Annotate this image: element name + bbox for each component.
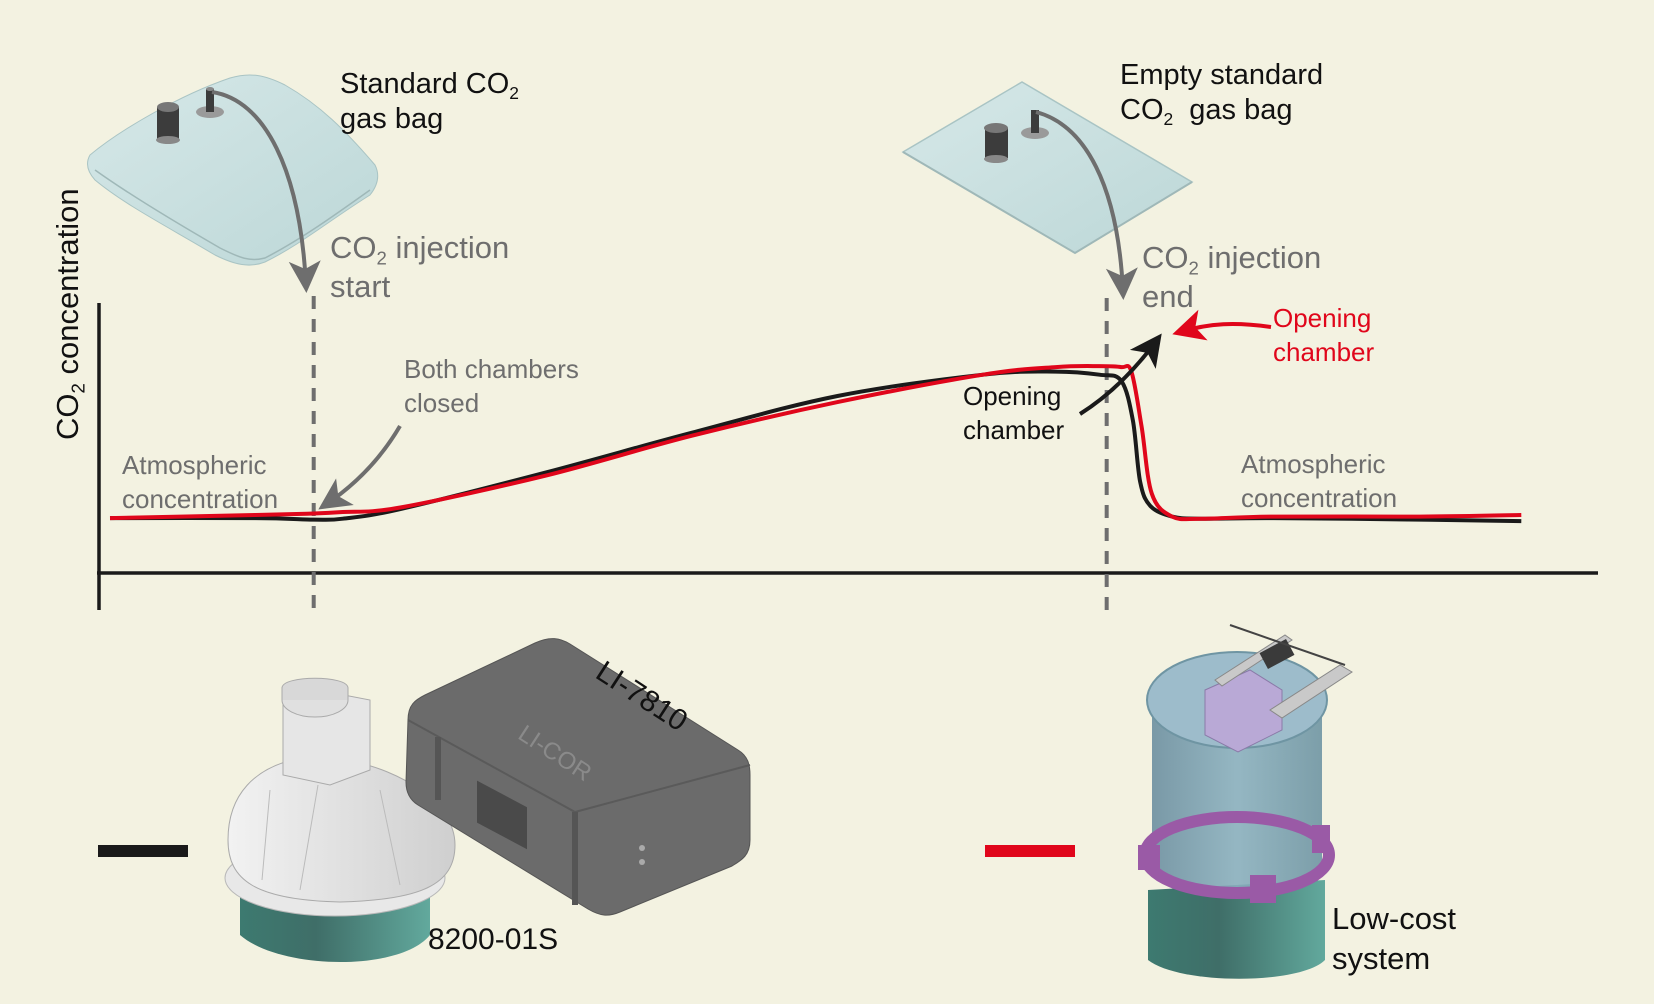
label-text: Opening — [1273, 303, 1372, 333]
label-text: chamber — [1273, 337, 1375, 367]
label-text: CO — [330, 230, 377, 265]
label-text: Low-cost — [1332, 901, 1457, 936]
opening-chamber-black-label: Opening chamber — [963, 379, 1064, 447]
label-text: concentration — [122, 484, 279, 514]
subscript: 2 — [509, 83, 519, 104]
label-text: concentration — [1241, 483, 1398, 513]
licor-chamber-8200-icon — [224, 677, 456, 963]
atmospheric-right-label: Atmospheric concentration — [1241, 447, 1397, 515]
subscript: 2 — [1188, 257, 1199, 279]
label-text: gas bag — [1173, 94, 1293, 126]
injection-start-arrow — [211, 90, 321, 293]
label-text: Atmospheric — [1241, 449, 1386, 479]
opening-black-arrow — [1078, 333, 1162, 416]
label-text: CO — [1142, 240, 1189, 275]
label-text: chamber — [963, 415, 1065, 445]
legend-swatch-licor — [98, 845, 188, 857]
both-chambers-closed-label: Both chambers closed — [404, 352, 579, 420]
subscript: 2 — [376, 247, 387, 269]
injection-end-label: CO2 injection end — [1142, 238, 1321, 316]
label-text: injection — [386, 230, 510, 265]
label-text: Empty standard — [1120, 59, 1324, 91]
label-text: start — [330, 269, 391, 304]
label-text: injection — [1198, 240, 1322, 275]
injection-start-label: CO2 injection start — [330, 228, 509, 306]
y-axis-label: CO2 concentration — [50, 188, 89, 441]
label-text: closed — [404, 388, 480, 418]
opening-chamber-red-label: Opening chamber — [1273, 301, 1374, 369]
subscript: 2 — [1163, 109, 1174, 130]
chamber-8200-label: 8200-01S — [428, 923, 559, 956]
label-text: Atmospheric — [122, 450, 267, 480]
atmospheric-left-label: Atmospheric concentration — [122, 448, 278, 516]
injection-end-arrow — [1035, 110, 1138, 300]
label-text: gas bag — [340, 103, 444, 135]
label-text: Opening — [963, 381, 1062, 411]
empty-gas-bag-icon — [901, 81, 1194, 255]
low-cost-system-label: Low-cost system — [1332, 899, 1456, 979]
series-line-lowcost — [109, 363, 1522, 522]
label-text: system — [1332, 941, 1431, 976]
label-text: CO — [1120, 94, 1164, 126]
licor-analyzer-7810-icon — [405, 638, 751, 916]
full-gas-bag-icon — [86, 74, 379, 266]
label-text: CO — [50, 393, 85, 441]
opening-red-arrow — [1172, 309, 1272, 341]
label-text: concentration — [50, 188, 85, 384]
empty-gas-bag-label: Empty standard CO2 gas bag — [1120, 58, 1323, 128]
standard-gas-bag-label: Standard CO2 gas bag — [340, 67, 519, 137]
both-closed-arrow — [318, 424, 402, 510]
label-text: Both chambers — [404, 354, 579, 384]
label-text: Standard CO — [340, 68, 510, 100]
subscript: 2 — [67, 383, 89, 394]
legend-swatch-lowcost — [985, 845, 1075, 857]
low-cost-chamber-icon — [1138, 624, 1353, 979]
label-text: end — [1142, 279, 1194, 314]
